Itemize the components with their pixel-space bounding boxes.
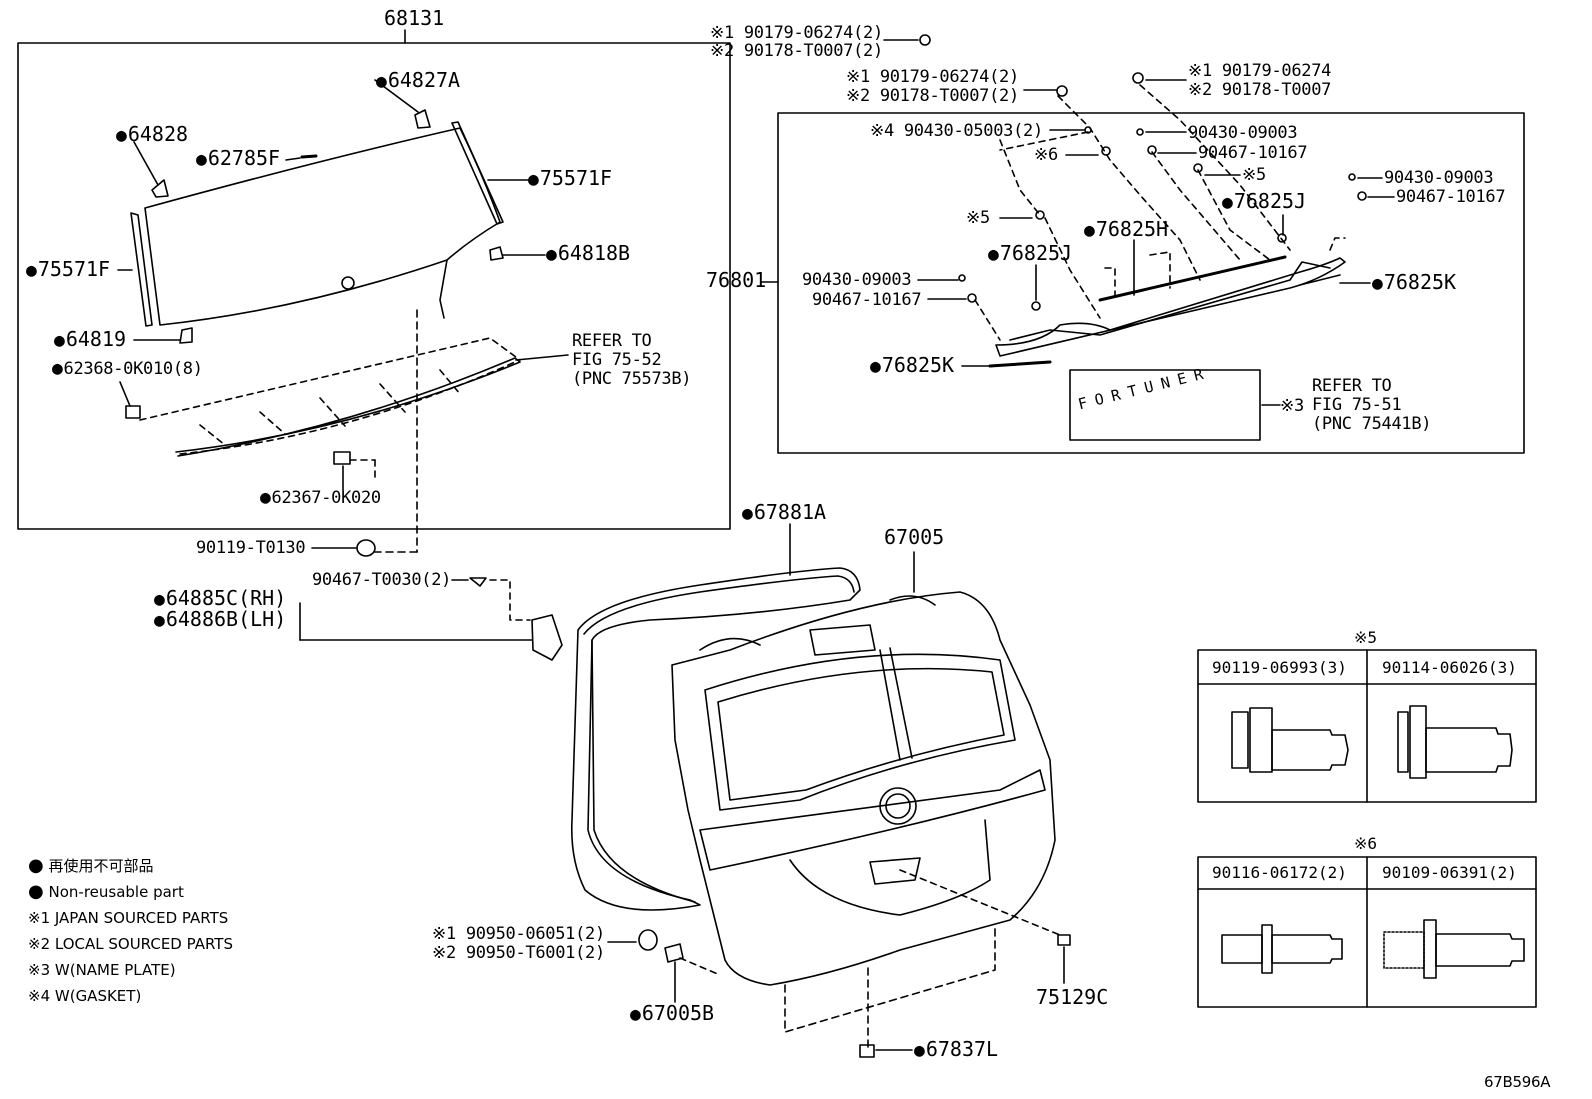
gasket-90430-label: ※4 90430-05003(2) <box>870 121 1043 141</box>
nut-90179-top-label: ※1 90179-06274(2) <box>710 23 883 43</box>
nut-90467-t0030-label: 90467-T0030(2) <box>312 570 452 590</box>
part-64827a-label: 64827A <box>376 70 460 92</box>
part-75129c-label: 75129C <box>1036 985 1109 1009</box>
part-76825j-left-label: 76825J <box>988 243 1072 265</box>
table5-col1: 90119-06993(3) <box>1212 658 1347 677</box>
refer-75-51-line1: REFER TO <box>1312 376 1392 396</box>
back-door-glass <box>144 127 501 326</box>
nut-90179-right-label: ※1 90179-06274 <box>1188 61 1332 81</box>
nut-90178-mid-label: ※2 90178-T0007(2) <box>846 86 1019 106</box>
part-67837l-label: 67837L <box>914 1039 998 1061</box>
nut-90179-mid-label: ※1 90179-06274(2) <box>846 67 1019 87</box>
legend-note4: ※4 W(GASKET) <box>28 987 142 1005</box>
nut-90467-b-label: 90467-10167 <box>1396 187 1506 207</box>
nut-90178-right-label: ※2 90178-T0007 <box>1188 80 1332 100</box>
part-76825k-left-label: 76825K <box>870 355 954 377</box>
part-62785f-label: 62785F <box>196 148 280 170</box>
refer-75-52-line2: FIG 75-52 <box>572 350 662 370</box>
note5-mark-b: ※5 <box>966 208 990 228</box>
glass-box <box>17 42 731 530</box>
refer-75-51-line2: FIG 75-51 <box>1312 395 1402 415</box>
nut-90467-c-label: 90467-10167 <box>812 290 922 310</box>
washer-90430-c-label: 90430-09003 <box>802 270 912 290</box>
refer-75-52-line1: REFER TO <box>572 331 652 351</box>
legend-note2: ※2 LOCAL SOURCED PARTS <box>28 935 233 953</box>
part-68131-label: 68131 <box>384 6 445 30</box>
legend-jp: 再使用不可部品 <box>48 857 154 875</box>
part-67005-label: 67005 <box>884 525 945 549</box>
legend-note3: ※3 W(NAME PLATE) <box>28 961 176 979</box>
part-62367-label: 62367-0K020 <box>260 488 382 508</box>
note5-mark-a: ※5 <box>1242 165 1266 185</box>
part-62368-label: 62368-0K010(8) <box>52 359 203 379</box>
refer-75-52-line3: (PNC 75573B) <box>572 369 692 389</box>
note6-mark: ※6 <box>1034 145 1058 165</box>
part-64828-label: 64828 <box>116 124 188 146</box>
back-door-panel <box>671 591 1056 986</box>
table5-title: ※5 <box>1354 628 1378 647</box>
nut-90467-a-label: 90467-10167 <box>1198 143 1308 163</box>
hinge-64885c-label: 64885C(RH) <box>154 588 286 610</box>
table6-col2: 90109-06391(2) <box>1382 863 1517 882</box>
part-75571f-right-label: 75571F <box>528 168 612 190</box>
table6-col1: 90116-06172(2) <box>1212 863 1347 882</box>
plug-90950-a-label: ※1 90950-06051(2) <box>432 924 605 944</box>
garnish-box <box>777 112 1525 454</box>
part-76801-label: 76801 <box>706 268 767 292</box>
note3-mark: ※3 <box>1280 396 1304 416</box>
part-64818b-label: 64818B <box>546 243 630 265</box>
hinge-64886b-label: 64886B(LH) <box>154 609 286 631</box>
part-75571f-left-label: 75571F <box>26 259 110 281</box>
part-67005b-label: 67005B <box>630 1003 714 1025</box>
washer-90430-b-label: 90430-09003 <box>1384 168 1494 188</box>
figure-id: 67B596A <box>1484 1073 1551 1091</box>
weatherstrip <box>570 567 861 911</box>
plug-90950-b-label: ※2 90950-T6001(2) <box>432 943 605 963</box>
nut-90178-top-label: ※2 90178-T0007(2) <box>710 41 883 61</box>
legend: ● 再使用不可部品 ● Non-reusable part ※1 JAPAN S… <box>28 853 233 1009</box>
refer-75-51-line3: (PNC 75441B) <box>1312 414 1432 434</box>
part-67881a-label: 67881A <box>742 502 826 524</box>
table5-col2: 90114-06026(3) <box>1382 658 1517 677</box>
part-76825h-label: 76825H <box>1084 219 1168 241</box>
legend-note1: ※1 JAPAN SOURCED PARTS <box>28 909 229 927</box>
back-door-garnish <box>995 257 1346 357</box>
part-64819-label: 64819 <box>54 329 126 351</box>
washer-90430-a-label: 90430-09003 <box>1188 123 1298 143</box>
table6-title: ※6 <box>1354 834 1378 853</box>
emblem-box <box>1069 369 1261 441</box>
part-76825k-right-label: 76825K <box>1372 272 1456 294</box>
legend-non-reusable: Non-reusable part <box>48 883 184 901</box>
bolt-90119-label: 90119-T0130 <box>196 538 306 558</box>
part-76825j-right-label: 76825J <box>1222 191 1306 213</box>
